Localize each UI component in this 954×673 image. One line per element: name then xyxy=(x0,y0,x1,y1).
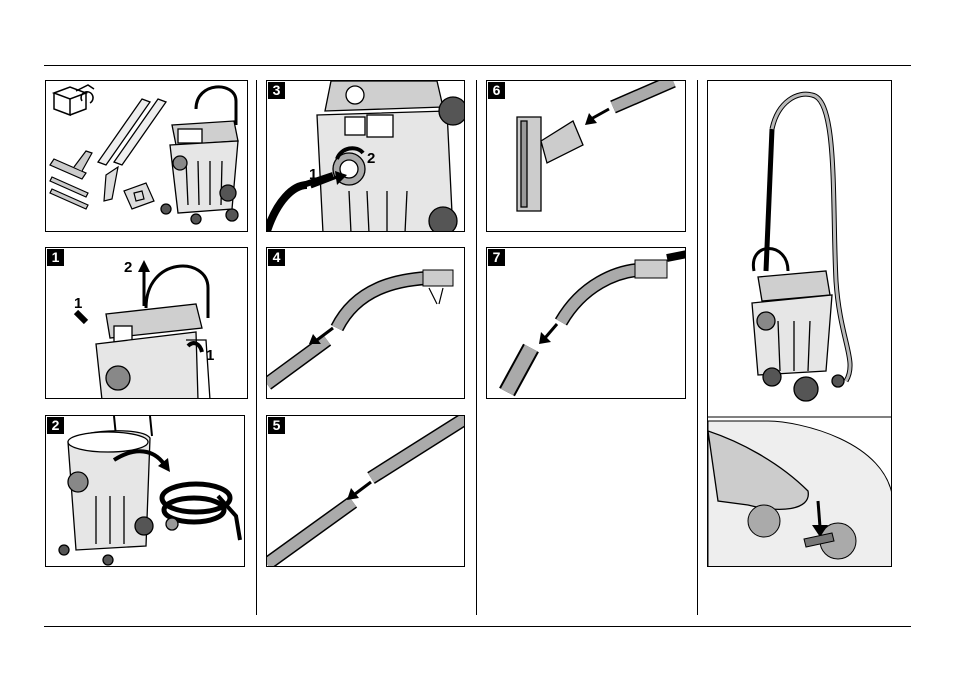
step-5-panel: 5 xyxy=(266,415,465,567)
step-3-callout-1: 1 xyxy=(309,166,317,183)
crevice-nozzle xyxy=(104,167,118,201)
step-2-panel: 2 xyxy=(45,415,245,567)
step-7-badge: 7 xyxy=(488,249,505,266)
column-separator-2 xyxy=(476,80,477,615)
step-6-badge: 6 xyxy=(488,82,505,99)
step-1-panel: 1 1 2 1 xyxy=(45,247,248,399)
step-6-panel: 6 xyxy=(486,80,686,232)
step-4-illustration xyxy=(267,248,465,399)
step-5-illustration xyxy=(267,416,465,567)
assembled-vacuum-illustration xyxy=(708,81,892,567)
step-7-panel: 7 xyxy=(486,247,686,399)
package-contents-illustration xyxy=(46,81,248,232)
step-2-illustration xyxy=(46,416,245,567)
step-3-badge: 3 xyxy=(268,82,285,99)
step-3-panel: 3 1 2 xyxy=(266,80,465,232)
suction-hose xyxy=(162,484,240,540)
step-1-callout-1a: 1 xyxy=(74,295,82,312)
assembled-vacuum-panel xyxy=(707,80,892,567)
filter-element xyxy=(124,183,154,209)
top-rule xyxy=(44,65,911,66)
vacuum-cleaner xyxy=(161,87,238,224)
box-icon xyxy=(54,85,94,115)
step-1-callout-1b: 1 xyxy=(206,347,214,364)
column-separator-1 xyxy=(256,80,257,615)
floor-nozzle-attachment xyxy=(517,117,583,211)
step-5-badge: 5 xyxy=(268,417,285,434)
step-4-panel: 4 xyxy=(266,247,465,399)
step-7-illustration xyxy=(487,248,686,399)
step-2-badge: 2 xyxy=(47,417,64,434)
step-1-badge: 1 xyxy=(47,249,64,266)
extension-tubes xyxy=(98,99,166,165)
foot-brake-detail xyxy=(708,421,892,567)
floor-nozzle xyxy=(50,151,92,209)
package-contents-panel xyxy=(45,80,248,232)
step-4-badge: 4 xyxy=(268,249,285,266)
step-1-callout-2: 2 xyxy=(124,259,132,276)
vacuum-body xyxy=(752,249,844,402)
step-6-illustration xyxy=(487,81,686,232)
step-1-illustration: 1 2 1 xyxy=(46,248,248,399)
bottom-rule xyxy=(44,626,911,627)
step-3-illustration: 1 2 xyxy=(267,81,465,232)
step-3-callout-2: 2 xyxy=(367,150,375,167)
column-separator-3 xyxy=(697,80,698,615)
